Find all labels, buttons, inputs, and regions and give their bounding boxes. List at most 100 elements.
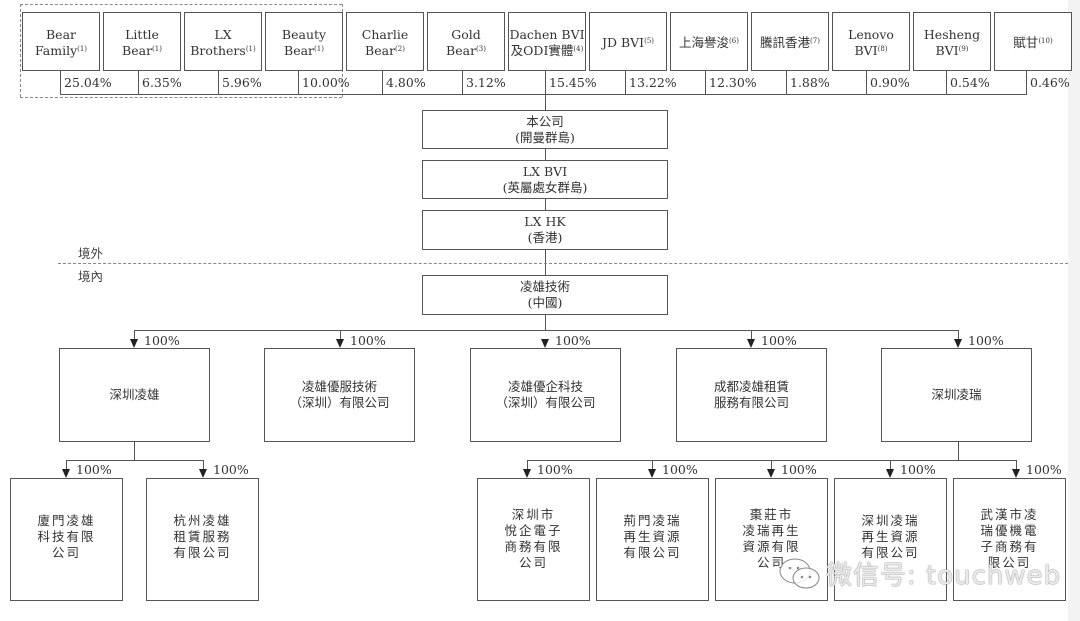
arrow-down-icon (336, 339, 344, 348)
subsidiary-box: 凌雄優企科技 （深圳）有限公司 (470, 348, 621, 442)
stem-bvi-hk (545, 198, 547, 210)
shareholder-box: Dachen BVI 及ODI實體(4) (508, 12, 586, 71)
watermark: 微信号: touchweb (778, 555, 1061, 592)
shareholder-footnote: (8) (877, 44, 888, 53)
shareholder-box: Charlie Bear(2) (346, 12, 424, 71)
shareholder-box: Bear Family(1) (22, 12, 100, 71)
subsidiary-box: 凌雄優服技術 （深圳）有限公司 (264, 348, 415, 442)
company-box: 本公司 (開曼群島) (422, 110, 668, 149)
shareholding-pct: 1.88% (790, 75, 830, 90)
connector-line (771, 460, 773, 469)
shareholder-name: 上海譽浚 (679, 34, 730, 50)
shareholder-footnote: (10) (1038, 36, 1053, 45)
shareholder-footnote: (5) (644, 36, 655, 45)
shareholder-box: Little Bear(1) (103, 12, 181, 71)
shareholding-pct: 4.80% (386, 75, 426, 90)
subsidiary-name: 武漢市凌 瑞優機電 子商務有 限公司 (980, 507, 1039, 570)
lx-hk-box: LX HK (香港) (422, 210, 668, 250)
ownership-pct: 100% (555, 333, 591, 348)
shareholding-pct: 15.45% (549, 75, 597, 90)
shareholder-footnote: (3) (476, 44, 486, 53)
wechat-icon (779, 558, 820, 588)
subsidiary-box: 深圳凌雄 (59, 348, 210, 442)
pct-divider (625, 70, 627, 95)
shareholding-pct: 25.04% (64, 75, 112, 90)
group-border-left (20, 4, 21, 97)
shareholder-box: LX Brothers(1) (184, 12, 262, 71)
arrow-down-icon (648, 469, 656, 478)
lx-bvi-name: LX BVI (522, 163, 568, 179)
subsidiary-name: 深圳凌雄 (109, 387, 160, 402)
pct-divider (1026, 70, 1028, 95)
connector-line (66, 460, 68, 469)
pct-divider (382, 70, 384, 95)
subsidiary-box: 深圳凌瑞 (881, 348, 1032, 442)
arrow-down-icon (886, 469, 894, 478)
zone-onshore-label: 境內 (78, 269, 104, 284)
pct-divider (218, 70, 220, 95)
connector-line (958, 330, 960, 340)
lx-tech-name: 凌雄技術 (519, 279, 570, 294)
connector-line (958, 441, 960, 460)
pct-divider (298, 70, 300, 95)
shareholder-box: JD BVI(5) (589, 12, 667, 71)
ownership-pct: 100% (781, 462, 817, 477)
connector-line (751, 330, 753, 340)
shareholding-pct: 10.00% (302, 75, 350, 90)
group-border-bottom (20, 97, 342, 98)
subsidiary-name: 深圳凌瑞 (931, 387, 982, 402)
shareholder-name: Lenovo BVI (848, 26, 894, 58)
shareholding-pct: 0.46% (1030, 75, 1070, 90)
shareholder-name: Bear Family (34, 26, 78, 58)
zone-divider (58, 263, 1068, 264)
ownership-pct: 100% (900, 462, 936, 477)
connector-line (134, 330, 136, 340)
pct-divider (946, 70, 948, 95)
lx-bvi-location: (英屬處女群島) (502, 179, 588, 195)
arrow-down-icon (130, 339, 138, 348)
shareholder-box: Hesheng BVI(9) (913, 12, 991, 71)
subsidiary-name: 深圳市 悅企電子 商務有限 公司 (504, 507, 563, 570)
subsidiary-box: 荊門凌瑞 再生資源 有限公司 (596, 478, 709, 601)
pct-divider (866, 70, 868, 95)
shareholder-name: LX Brothers (190, 26, 246, 58)
pct-divider (705, 70, 707, 95)
connector-line (527, 460, 529, 469)
shareholder-box: Gold Bear(3) (427, 12, 505, 71)
shareholding-pct: 6.35% (142, 75, 182, 90)
shareholder-box: 上海譽浚(6) (670, 12, 748, 71)
ownership-pct: 100% (537, 462, 573, 477)
watermark-text: 微信号: touchweb (826, 561, 1062, 591)
shareholder-footnote: (1) (77, 44, 88, 53)
shareholder-box: Lenovo BVI(8) (832, 12, 910, 71)
company-name: 本公司 (526, 113, 564, 129)
group-border-top (20, 4, 342, 5)
subsidiary-name: 棗莊市 凌瑞再生 資源有限 公司 (742, 507, 801, 570)
subsidiary-box: 成都凌雄租賃 服務有限公司 (676, 348, 827, 442)
page-edge (1068, 0, 1080, 621)
arrow-down-icon (62, 469, 70, 478)
subsidiary-name: 成都凌雄租賃 服務有限公司 (713, 379, 789, 410)
stem-hk-tech (545, 250, 547, 275)
ownership-pct: 100% (76, 462, 112, 477)
shareholder-name: Beauty Bear (281, 26, 327, 58)
subsidiary-box: 深圳市 悅企電子 商務有限 公司 (477, 478, 590, 601)
shareholding-pct: 13.22% (629, 75, 677, 90)
shareholder-footnote: (9) (958, 44, 969, 53)
connector-line (1016, 460, 1018, 469)
lx-hk-name: LX HK (524, 214, 566, 229)
subsidiary-box: 杭州凌雄 租賃服務 有限公司 (146, 478, 259, 601)
level2-branch-bar (66, 460, 204, 462)
pct-divider (60, 70, 62, 95)
shareholding-pct: 3.12% (466, 75, 506, 90)
lx-bvi-box: LX BVI (英屬處女群島) (422, 160, 668, 199)
subsidiary-box: 深圳凌瑞 再生資源 有限公司 (834, 478, 947, 601)
stem-tech-branch (545, 314, 547, 330)
shareholder-name: Charlie Bear (361, 26, 409, 58)
pct-divider (786, 70, 788, 95)
company-location: (開曼群島) (515, 129, 575, 145)
ownership-pct: 100% (213, 462, 249, 477)
level1-branch-bar (134, 330, 959, 332)
shareholder-footnote: (2) (395, 44, 405, 53)
shareholder-name: JD BVI (601, 34, 645, 50)
